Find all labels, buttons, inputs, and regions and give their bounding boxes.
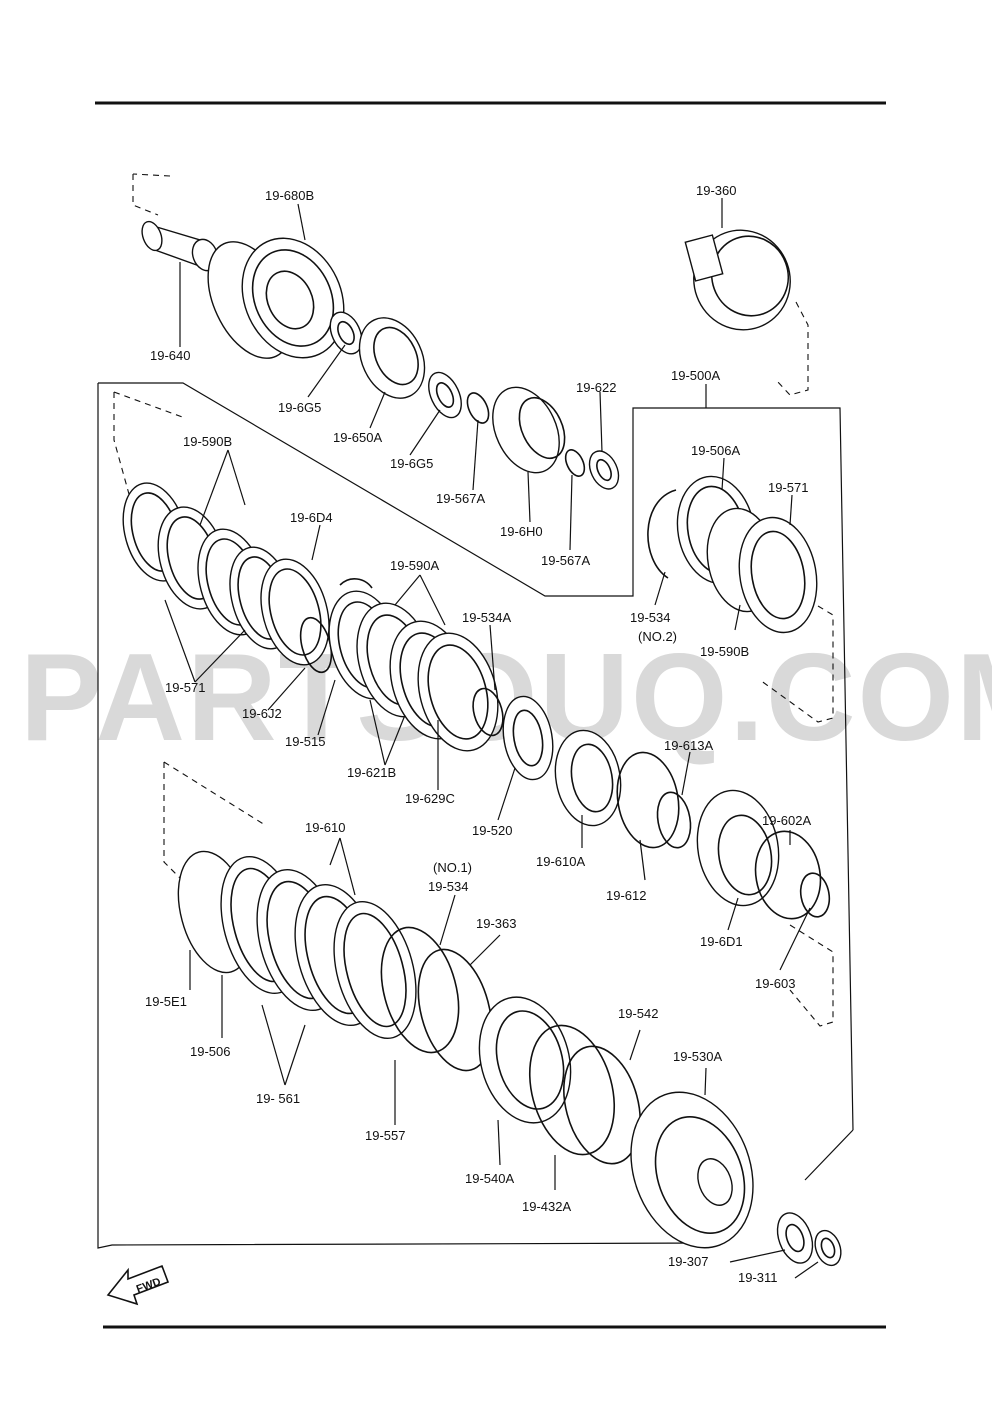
label-19-5E1: 19-5E1 (145, 994, 187, 1009)
label-19-561: 19- 561 (256, 1091, 300, 1106)
label-no1: (NO.1) (433, 860, 472, 875)
label-19-567A-b: 19-567A (541, 553, 590, 568)
part-311 (814, 1229, 842, 1267)
part-6G5-b (428, 371, 462, 419)
label-19-6D1: 19-6D1 (700, 934, 743, 949)
part-labels: 19-680B 19-360 19-640 19-6G5 19-650A 19-… (145, 183, 811, 1285)
assembly-outline (97, 382, 854, 1249)
label-19-602A: 19-602A (762, 813, 811, 828)
label-19-520: 19-520 (472, 823, 512, 838)
part-603 (799, 872, 831, 918)
part-shaft-640 (141, 220, 219, 272)
label-19-360: 19-360 (696, 183, 736, 198)
label-19-612: 19-612 (606, 888, 646, 903)
label-19-506A: 19-506A (691, 443, 740, 458)
part-drum-530A (630, 1091, 754, 1249)
part-one-way-520 (502, 695, 554, 781)
label-19-680B: 19-680B (265, 188, 314, 203)
part-6G5-a (329, 311, 363, 355)
label-19-603: 19-603 (755, 976, 795, 991)
part-clutch-pack-610 (177, 850, 417, 1040)
label-19-640: 19-640 (150, 348, 190, 363)
label-19-557: 19-557 (365, 1128, 405, 1143)
label-19-571-a: 19-571 (768, 480, 808, 495)
label-19-6G5-b: 19-6G5 (390, 456, 433, 471)
part-567A-b (564, 449, 586, 477)
label-19-629C: 19-629C (405, 791, 455, 806)
part-567A-a (466, 392, 490, 424)
part-band-360 (684, 229, 791, 331)
part-drum-6D1 (696, 789, 780, 907)
fwd-arrow: FWD (106, 1264, 170, 1306)
label-19-621B: 19-621B (347, 765, 396, 780)
label-19-590B-b: 19-590B (700, 644, 749, 659)
label-19-567A-a: 19-567A (436, 491, 485, 506)
label-no2: (NO.2) (638, 629, 677, 644)
label-19-610A: 19-610A (536, 854, 585, 869)
label-19-590B-a: 19-590B (183, 434, 232, 449)
label-19-540A: 19-540A (465, 1171, 514, 1186)
part-piston-610A (554, 729, 622, 827)
part-carrier-6H0 (492, 386, 566, 474)
part-307 (776, 1212, 814, 1264)
label-19-590A: 19-590A (390, 558, 439, 573)
part-gear-650A (358, 317, 426, 399)
label-19-534-no2: 19-534 (630, 610, 670, 625)
label-19-6H0: 19-6H0 (500, 524, 543, 539)
label-19-6D4: 19-6D4 (290, 510, 333, 525)
part-ring-363 (417, 948, 493, 1072)
label-19-363: 19-363 (476, 916, 516, 931)
label-19-311: 19-311 (738, 1270, 778, 1285)
label-19-571-b: 19-571 (165, 680, 205, 695)
part-ring-613A (656, 791, 692, 849)
label-19-534A: 19-534A (462, 610, 511, 625)
label-19-307: 19-307 (668, 1254, 708, 1269)
leader-lines (164, 198, 819, 1279)
label-19-500A: 19-500A (671, 368, 720, 383)
label-19-534-no1: 19-534 (428, 879, 468, 894)
part-622 (588, 450, 620, 490)
label-19-515: 19-515 (285, 734, 325, 749)
label-19-432A: 19-432A (522, 1199, 571, 1214)
label-19-650A: 19-650A (333, 430, 382, 445)
part-group-500A (647, 475, 818, 634)
label-19-6G5-a: 19-6G5 (278, 400, 321, 415)
part-542 (563, 1045, 641, 1165)
part-drum-680B (207, 237, 345, 359)
part-clutch-pack-590B (122, 482, 333, 674)
label-19-530A: 19-530A (673, 1049, 722, 1064)
dashed-guides (113, 173, 834, 1027)
label-19-622: 19-622 (576, 380, 616, 395)
label-19-542: 19-542 (618, 1006, 658, 1021)
label-19-610: 19-610 (305, 820, 345, 835)
label-19-506: 19-506 (190, 1044, 230, 1059)
part-602A (754, 830, 822, 920)
label-19-613A: 19-613A (664, 738, 713, 753)
label-19-6J2: 19-6J2 (242, 706, 282, 721)
